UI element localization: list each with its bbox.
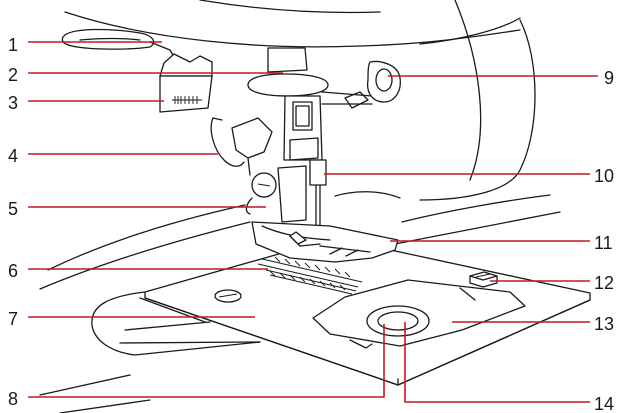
- presser-bar-and-holder: [247, 47, 329, 161]
- callout-label-9: 9: [604, 68, 614, 88]
- callout-label-11: 11: [594, 233, 613, 253]
- needle-threader-shape: [210, 117, 273, 176]
- callout-label-13: 13: [594, 314, 614, 334]
- callout-label-12: 12: [594, 273, 614, 293]
- machine-illustration: [39, 0, 591, 413]
- bobbin-cover-shape: [312, 279, 526, 349]
- needle-clamp-screw-shape: [321, 60, 401, 109]
- callout-labels: 1 2 3 4 5 6 7 8 9 10 11 12 13 14: [8, 35, 614, 413]
- callout-label-8: 8: [8, 389, 18, 409]
- feed-dog-slots: [257, 256, 363, 295]
- callout-label-6: 6: [8, 261, 18, 281]
- presser-foot-screw-shape: [245, 165, 307, 223]
- callout-label-1: 1: [8, 35, 18, 55]
- callout-label-3: 3: [8, 93, 18, 113]
- leader-lines: [28, 41, 598, 403]
- needle-shape: [309, 159, 327, 237]
- callout-label-5: 5: [8, 199, 18, 219]
- leader-line-14: [404, 322, 590, 403]
- callout-label-10: 10: [594, 166, 614, 186]
- presser-foot-lifter-shape: [61, 28, 179, 71]
- machine-bed: [39, 194, 561, 413]
- presser-foot-shape: [251, 221, 399, 263]
- callout-label-2: 2: [8, 65, 18, 85]
- callout-label-14: 14: [594, 394, 614, 413]
- extension-table: [91, 291, 261, 356]
- buttonhole-lever-tag-shape: [159, 53, 213, 113]
- machine-head: [64, 0, 536, 201]
- leader-line-8: [28, 324, 385, 398]
- needle-plate-shape: [144, 237, 591, 386]
- callout-label-7: 7: [8, 309, 18, 329]
- callout-label-4: 4: [8, 146, 18, 166]
